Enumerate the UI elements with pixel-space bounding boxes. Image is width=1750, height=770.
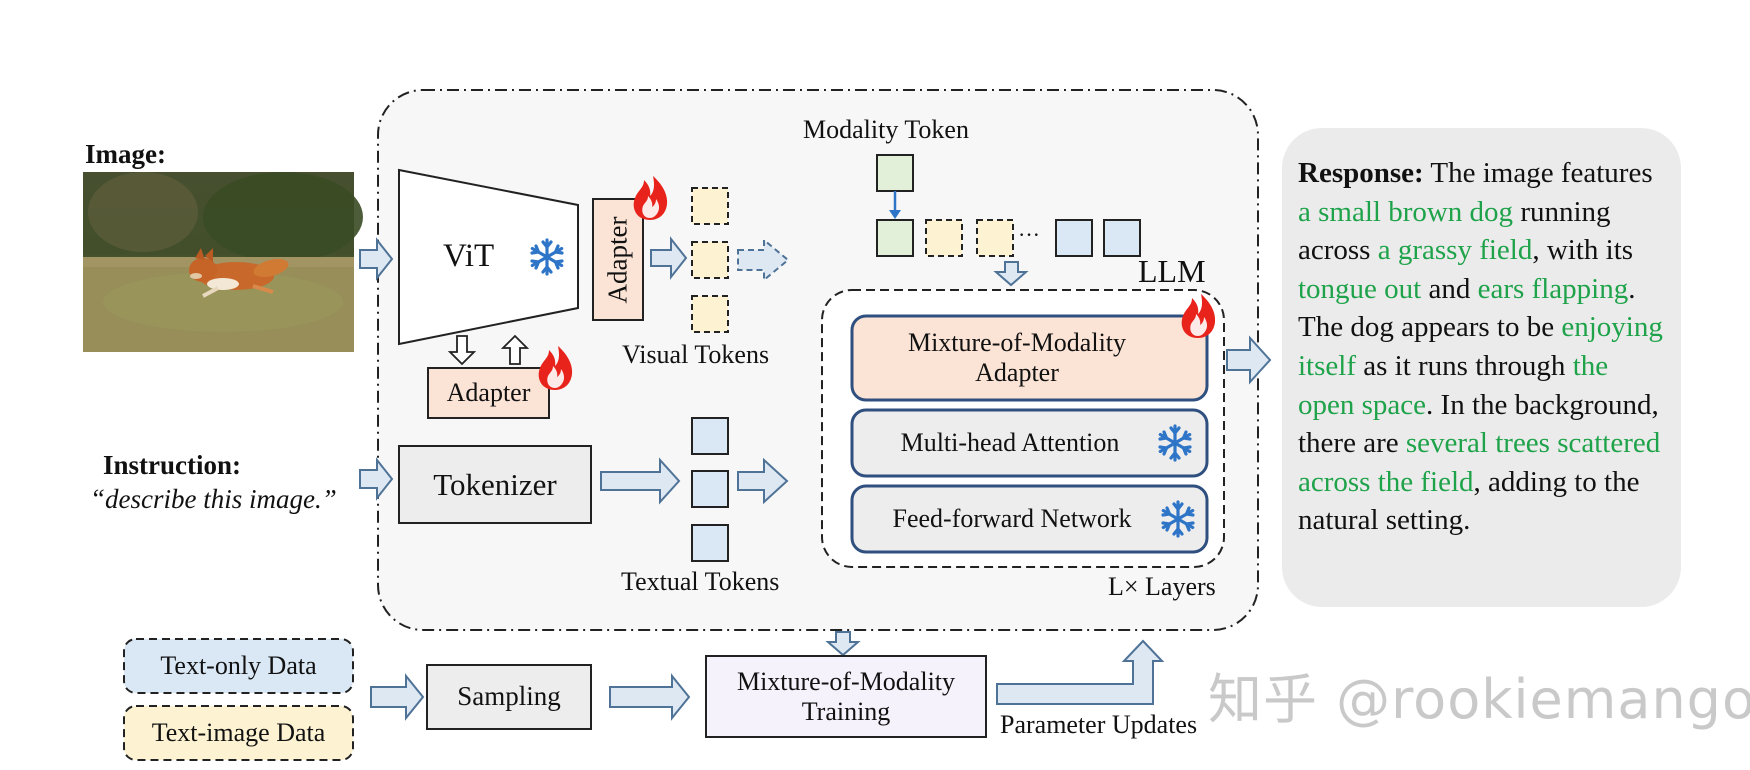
response-text: running across <box>1298 195 1611 267</box>
response-body: The image features a small brown dog run… <box>1298 157 1663 536</box>
response-text: , with its <box>1532 234 1634 267</box>
response-text: . In the background, there are <box>1298 388 1659 460</box>
moma-adapter-line1: Mixture-of-Modality <box>907 328 1127 358</box>
response-highlight: a small brown dog <box>1298 195 1514 228</box>
arrow-frame-to-training <box>825 631 861 657</box>
arrow-adapter-to-tokens <box>650 236 688 280</box>
llm-title: LLM <box>1138 253 1206 289</box>
watermark: 知乎 @rookiemango <box>1208 668 1750 731</box>
arrow-tokenizer-to-tokens <box>600 457 681 505</box>
visual-token <box>691 241 729 279</box>
ffn-box <box>850 484 1209 554</box>
arrow-vit-to-adapter <box>447 335 477 366</box>
modality-token-label: Modality Token <box>803 115 969 144</box>
response-highlight: ears flapping <box>1477 272 1629 305</box>
response-panel: Response: The image features a small bro… <box>1282 128 1681 607</box>
attention-label: Multi-head Attention <box>900 428 1120 458</box>
response-text: . The dog appears to be <box>1298 272 1636 344</box>
sequence-textual-token <box>1055 219 1093 257</box>
text-only-data-box <box>123 638 354 694</box>
arrow-parameter-updates <box>996 639 1165 705</box>
visual-tokens-label: Visual Tokens <box>622 340 770 369</box>
tokenizer-label: Tokenizer <box>433 466 557 502</box>
textual-token <box>691 470 729 508</box>
text-only-data-label: Text-only Data <box>160 651 317 681</box>
textual-token <box>691 417 729 455</box>
sequence-modality-token <box>876 219 914 257</box>
arrow-instruction-to-tokenizer <box>359 457 394 501</box>
moma-adapter-line2: Adapter <box>975 358 1059 387</box>
visual-token <box>691 295 729 333</box>
response-text: and <box>1421 272 1478 305</box>
adapter-bottom <box>427 367 550 419</box>
response-highlight: a grassy field <box>1377 234 1533 267</box>
training-line2: Training <box>801 696 891 726</box>
moma-adapter-label: Mixture-of-Modality Adapter <box>852 316 1182 400</box>
training-line1: Mixture-of-Modality <box>736 666 956 696</box>
ffn-label: Feed-forward Network <box>892 504 1132 534</box>
instruction-label: Instruction: <box>103 450 242 480</box>
arrow-data-to-sampling <box>370 673 425 721</box>
tokenizer-box <box>398 445 592 524</box>
moma-adapter-box <box>850 314 1209 402</box>
sampling-label: Sampling <box>457 681 561 712</box>
response-text: as it runs through <box>1356 349 1573 382</box>
response-highlight: several trees scattered across the field <box>1298 427 1661 498</box>
sequence-visual-token <box>976 219 1014 257</box>
instruction-text: “describe this image.” <box>90 484 337 514</box>
adapter-bottom-label: Adapter <box>446 378 531 408</box>
visual-token <box>691 187 729 225</box>
modality-token <box>876 154 914 192</box>
text-image-data-box <box>123 705 354 761</box>
textual-tokens-label: Textual Tokens <box>621 567 780 596</box>
text-image-data-label: Text-image Data <box>151 718 326 748</box>
response-text: The image features <box>1423 157 1653 189</box>
training-label: Mixture-of-Modality Training <box>706 656 986 737</box>
training-box <box>705 655 987 738</box>
sequence-textual-token <box>1103 219 1141 257</box>
response-highlight: enjoying itself <box>1298 311 1663 382</box>
response-highlight: the open space <box>1298 349 1609 421</box>
arrow-adapter-to-vit <box>500 334 530 365</box>
sampling-box <box>426 664 592 730</box>
sequence-ellipsis: ··· <box>1018 222 1040 247</box>
arrow-image-to-vit <box>359 237 394 281</box>
arrow-llm-to-response <box>1226 335 1272 385</box>
adapter-side <box>592 198 644 321</box>
layers-label: L× Layers <box>1108 572 1216 601</box>
adapter-side-label: Adapter <box>602 216 633 304</box>
response-prefix: Response: <box>1298 157 1424 189</box>
response-text: , adding to the natural setting. <box>1298 465 1640 537</box>
arrow-sequence-to-llm <box>993 261 1029 287</box>
arrow-sampling-to-training <box>609 673 691 721</box>
attention-box <box>850 408 1209 478</box>
arrow-visual-to-llm <box>737 237 790 283</box>
vit-label: ViT <box>443 238 495 274</box>
vit-encoder <box>398 168 579 346</box>
arrow-tokens-to-llm <box>737 457 789 505</box>
textual-token <box>691 524 729 562</box>
sequence-visual-token <box>925 219 963 257</box>
parameter-updates-label: Parameter Updates <box>1000 710 1198 739</box>
response-highlight: tongue out <box>1298 272 1422 305</box>
image-label: Image: <box>85 139 166 169</box>
dog-photo <box>83 172 363 352</box>
